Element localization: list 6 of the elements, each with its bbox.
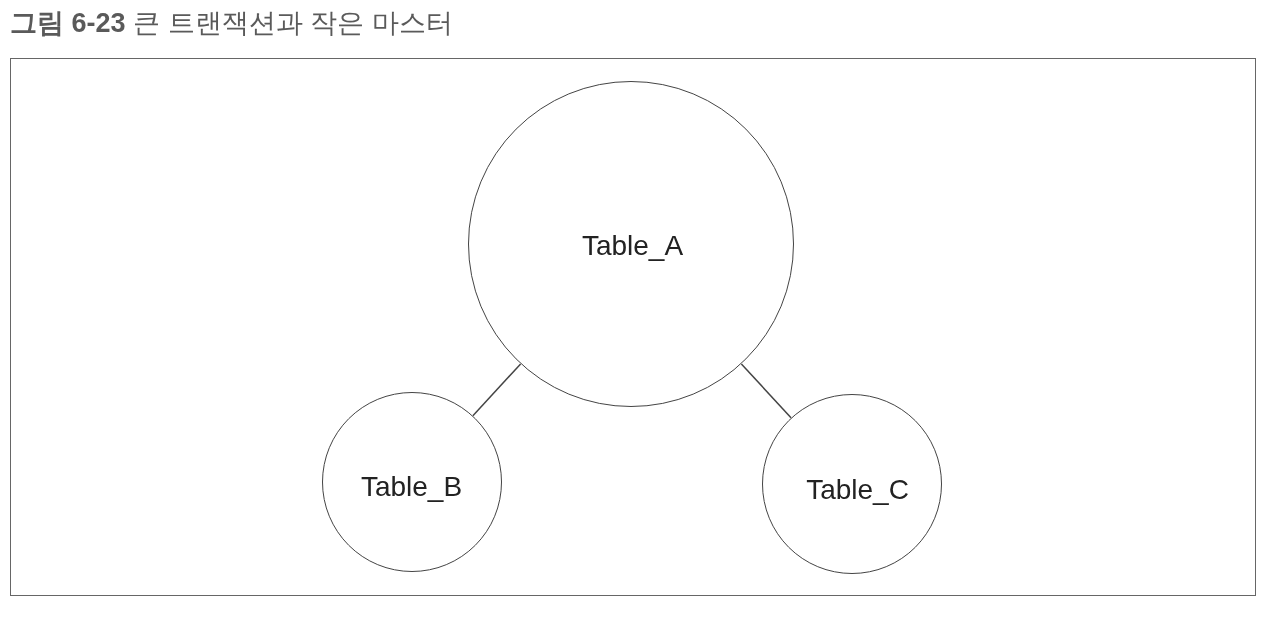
figure-title: 그림 6-23 큰 트랜잭션과 작은 마스터 <box>10 7 453 40</box>
node-label: Table_A <box>581 230 684 261</box>
node-label: Table_C <box>806 474 909 505</box>
connector-line <box>740 363 792 419</box>
connector-line <box>472 363 522 417</box>
node-label: Table_B <box>360 471 463 502</box>
